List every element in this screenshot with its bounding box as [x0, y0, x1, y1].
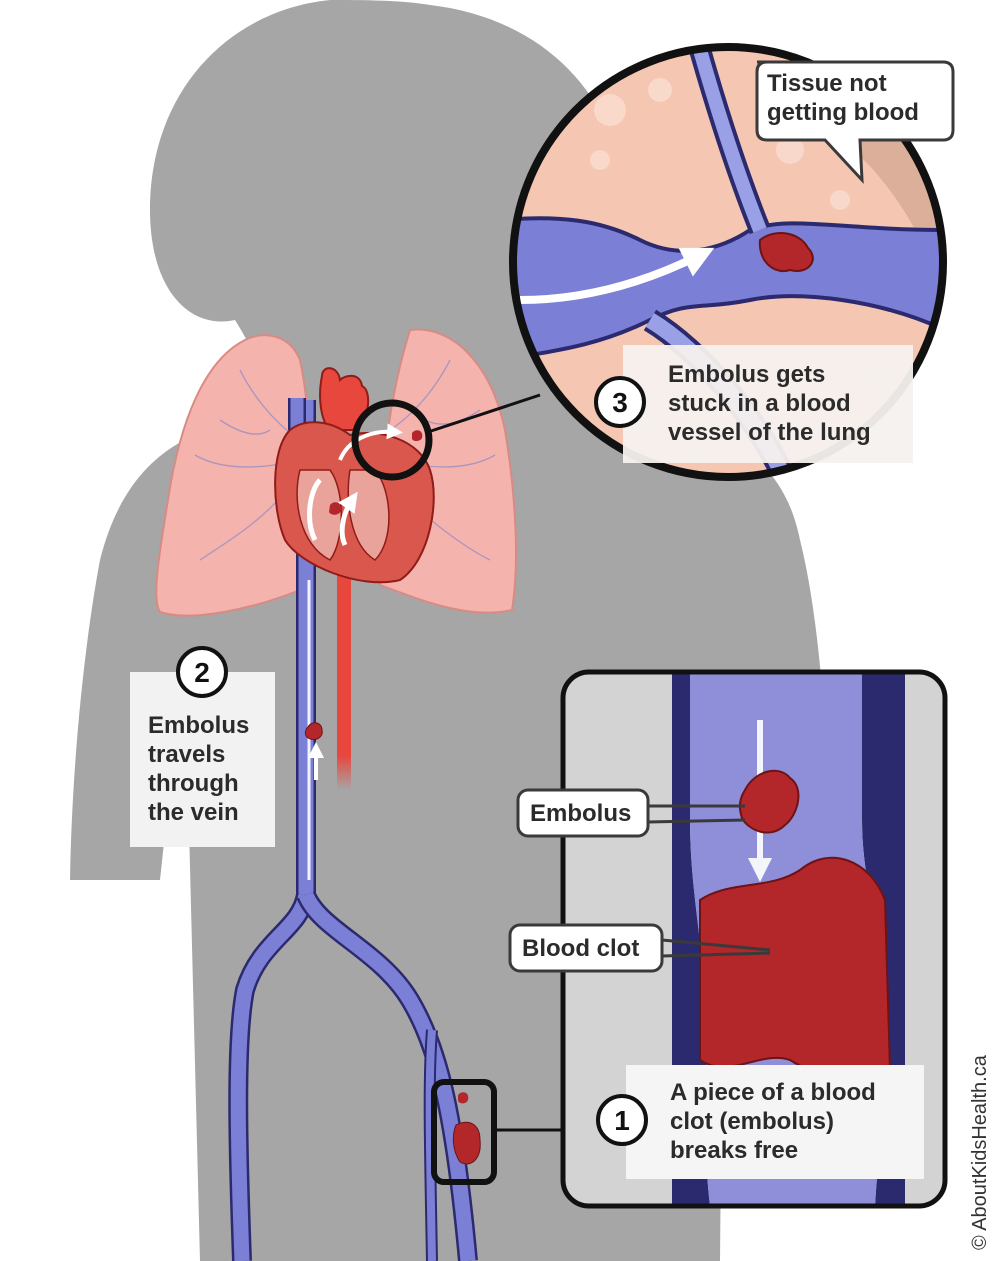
tissue-callout-line-2: getting blood: [767, 99, 919, 126]
step-3-line-1: Embolus gets: [668, 361, 825, 388]
step-2-line-2: travels: [148, 741, 225, 768]
clot-focus-box: [431, 1079, 563, 1185]
blood-clot-callout-label: Blood clot: [522, 935, 639, 962]
step-3-label: 3 Embolus gets stuck in a blood vessel o…: [594, 345, 913, 463]
step-1-number: 1: [614, 1105, 630, 1136]
step-2-line-4: the vein: [148, 799, 239, 826]
step-2-label: 2 Embolus travels through the vein: [130, 646, 275, 847]
step-1-line-1: A piece of a blood: [670, 1079, 876, 1106]
embolus-callout: Embolus: [516, 788, 746, 838]
step-3-line-2: stuck in a blood: [668, 390, 851, 417]
heart: [274, 421, 435, 584]
step-2-number: 2: [194, 657, 210, 688]
step-2-line-1: Embolus: [148, 712, 249, 739]
step-3-line-3: vessel of the lung: [668, 419, 871, 446]
step-3-number: 3: [612, 387, 628, 418]
lung-focus-ring: [351, 393, 541, 481]
tissue-callout-line-1: Tissue not: [767, 70, 887, 97]
step-1-line-3: breaks free: [670, 1137, 798, 1164]
copyright-credit: © AboutKidsHealth.ca: [969, 1054, 991, 1250]
step-2-line-3: through: [148, 770, 239, 797]
blood-clot-callout: Blood clot: [508, 923, 771, 973]
embolus-callout-label: Embolus: [530, 800, 631, 827]
step-1-label: 1 A piece of a blood clot (embolus) brea…: [596, 1065, 924, 1179]
step-1-line-2: clot (embolus): [670, 1108, 834, 1135]
tissue-callout: Tissue not getting blood: [755, 60, 955, 185]
